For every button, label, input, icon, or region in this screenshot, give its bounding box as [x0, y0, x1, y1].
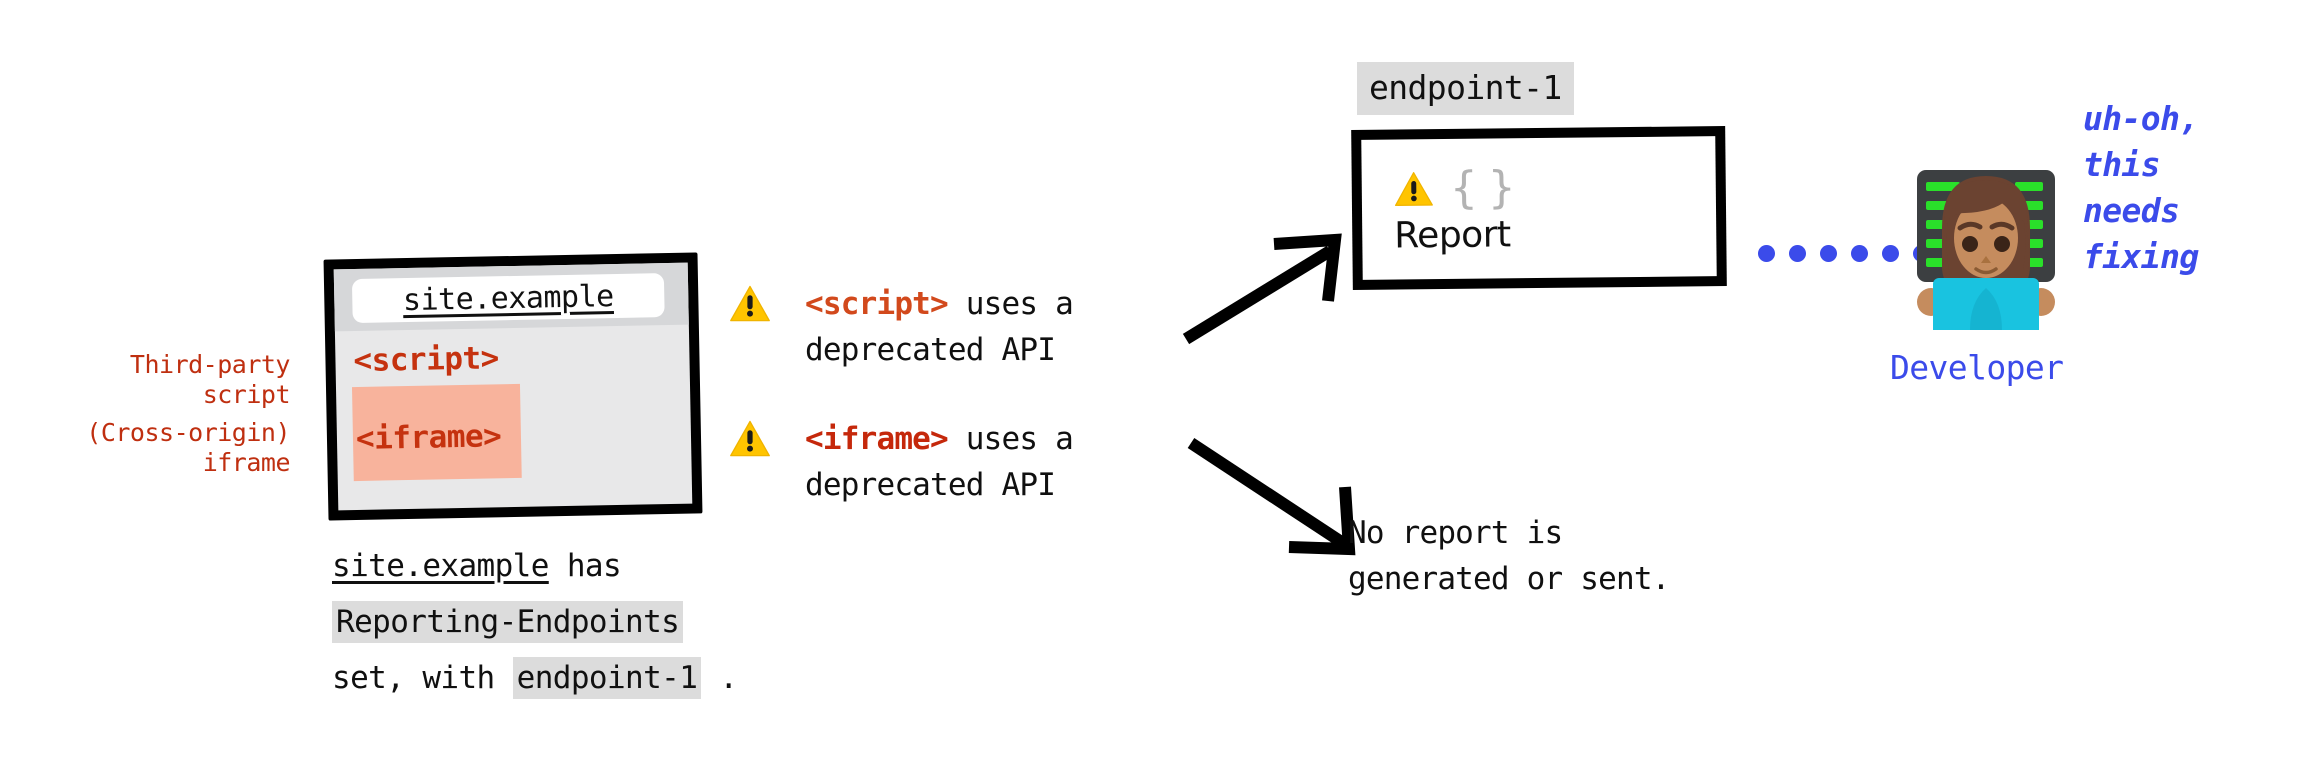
warning-iframe-rest: uses a [947, 421, 1074, 457]
browser-window: site.example <script> <iframe> [323, 252, 706, 521]
report-icon-row: { } [1394, 162, 1515, 214]
warning-text-iframe-line-1: <iframe> uses a [805, 416, 1074, 462]
developer-quote: uh-oh, this needs fixing [2083, 99, 2199, 276]
endpoint-chip: endpoint-1 [1357, 62, 1574, 115]
address-bar-url: site.example [402, 278, 614, 318]
connector-dot [1758, 245, 1775, 262]
caption-line-2: Reporting-Endpoints [332, 594, 892, 650]
dotted-line-icon [1758, 245, 1930, 262]
label-cross-origin-iframe: (Cross-origin) iframe [86, 418, 290, 477]
code-iframe-tag: <iframe> [355, 418, 502, 458]
arrow-down-right-icon [1187, 437, 1356, 556]
warning-triangle-icon [1395, 172, 1433, 206]
connector-dot [1882, 245, 1899, 262]
iframe-highlight-block: <iframe> [351, 383, 522, 482]
caption-line-3-prefix: set, with [332, 660, 513, 696]
warning-triangle-icon [730, 420, 770, 457]
caption-site-name: site.example [332, 548, 549, 584]
no-report-text: No report is generated or sent. [1348, 515, 1670, 597]
browser-window-frame: site.example <script> <iframe> [323, 252, 703, 521]
caption-line-1: site.example has [332, 538, 892, 594]
code-script-tag: <script> [353, 340, 500, 380]
warning-text-script-line-1: <script> uses a [805, 281, 1074, 327]
warning-text-script: <script> uses a deprecated API [805, 281, 1074, 373]
report-box-body: { } Report [1361, 136, 1717, 280]
caption-endpoint-chip: endpoint-1 [512, 657, 702, 699]
caption-header-chip: Reporting-Endpoints [332, 601, 684, 643]
warning-text-iframe: <iframe> uses a deprecated API [805, 416, 1074, 508]
caption-line-3: set, with endpoint-1 . [332, 650, 892, 706]
warning-script-rest: uses a [947, 286, 1074, 322]
address-bar[interactable]: site.example [351, 273, 665, 324]
caption-line-1-rest: has [548, 548, 622, 584]
woman-technologist-emoji [1917, 170, 2055, 330]
warning-text-iframe-line-2: deprecated API [805, 467, 1056, 503]
warning-text-script-line-2: deprecated API [805, 332, 1056, 368]
warning-iframe-tag: <iframe> [805, 421, 949, 457]
report-box: { } Report [1351, 126, 1732, 293]
json-braces-icon: { } [1449, 162, 1515, 214]
caption-line-3-suffix: . [701, 660, 738, 696]
report-box-frame: { } Report [1351, 126, 1727, 290]
developer-label: Developer [1890, 348, 2064, 387]
warning-script-tag: <script> [805, 286, 949, 322]
warning-triangle-icon [730, 285, 770, 322]
label-third-party-script: Third-party script [129, 350, 291, 409]
connector-dot [1851, 245, 1868, 262]
connector-dot [1789, 245, 1806, 262]
report-label: Report [1394, 214, 1511, 257]
browser-caption: site.example has Reporting-Endpoints set… [332, 538, 892, 706]
arrow-up-right-icon [1182, 233, 1342, 345]
connector-dot [1820, 245, 1837, 262]
report-content: { } Report [1394, 162, 1515, 257]
